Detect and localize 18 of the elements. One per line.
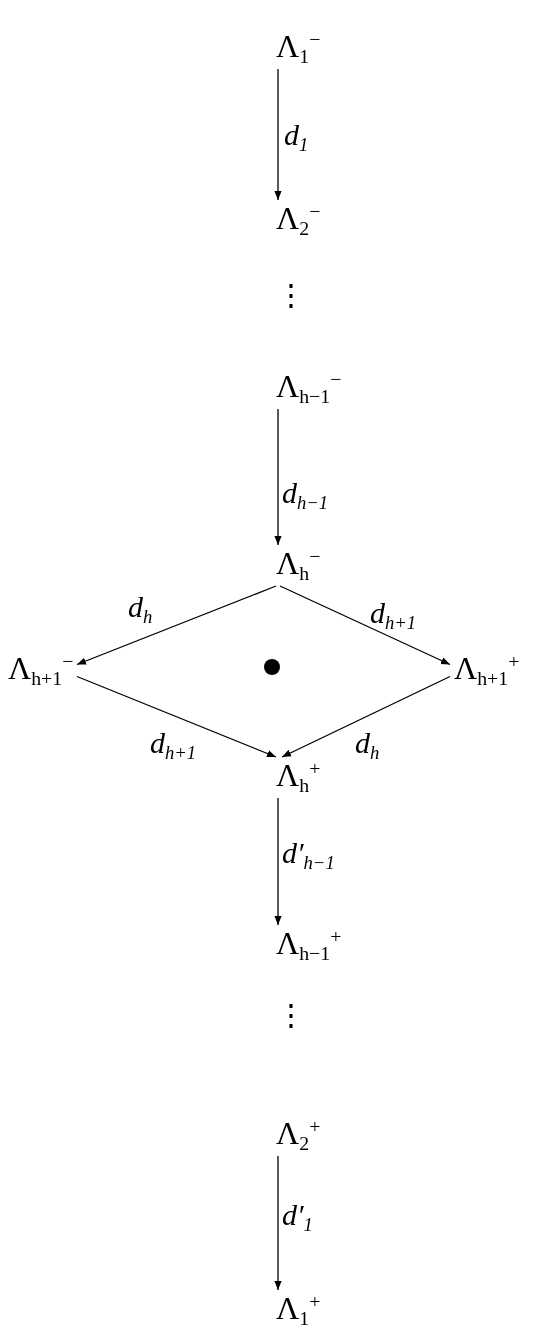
arrow (281, 675, 451, 758)
edge-label: d$_{h}$ (355, 728, 380, 763)
vertical-ellipsis: ⋮ (276, 1000, 306, 1030)
arrow (274, 408, 282, 546)
edge-label: d$_{h}$ (128, 592, 153, 627)
arrow (274, 1155, 282, 1291)
edge-label: d$_{1}$ (284, 120, 309, 155)
edge-label: d$_{h−1}$ (282, 478, 329, 513)
arrow (279, 585, 451, 666)
arrow (274, 68, 282, 201)
vertical-ellipsis: ⋮ (276, 280, 306, 310)
arrow (76, 675, 277, 758)
edge-label: d′$_{1}$ (282, 1200, 313, 1235)
edge-label: d$_{h+1}$ (150, 728, 197, 763)
arrow (274, 797, 282, 926)
edge-label: d$_{h+1}$ (370, 598, 417, 633)
arrow (76, 585, 277, 666)
edge-label: d′$_{h−1}$ (282, 838, 335, 873)
